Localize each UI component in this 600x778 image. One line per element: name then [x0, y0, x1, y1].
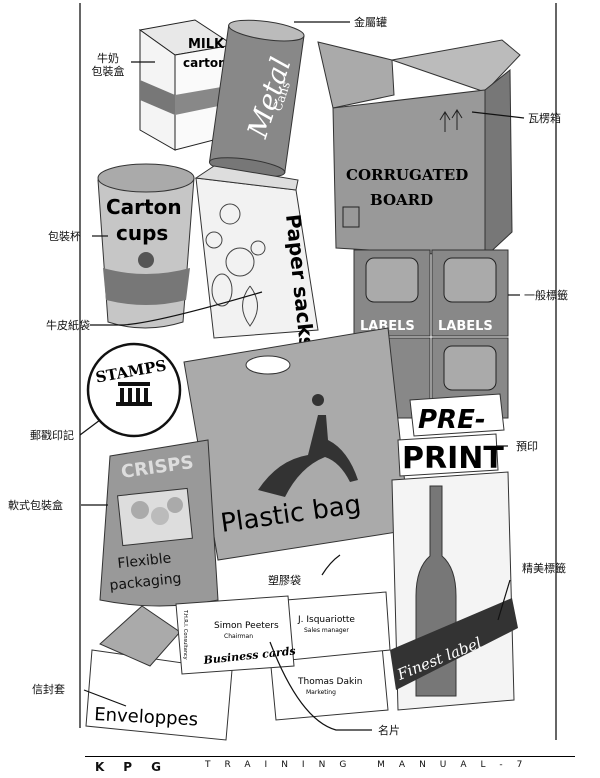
page-footer: KPG TRAINING MANUAL-7: [0, 750, 600, 774]
card3-title: Marketing: [306, 689, 336, 696]
metal-can: Metal Cans: [208, 19, 305, 178]
label-fine-label: 精美標籤: [522, 562, 566, 575]
label-flexible: 軟式包裝盒: [8, 499, 63, 512]
paper-sack: Paper sacks: [194, 165, 319, 350]
footer-rule: [85, 756, 575, 757]
cup-text-1: Carton: [106, 195, 182, 219]
pre-text-1: PRE-: [418, 405, 486, 435]
label-paper-sack: 牛皮紙袋: [46, 319, 90, 332]
corrugated-box: CORRUGATED BOARD: [317, 39, 521, 259]
label-milk-carton: 牛奶包裝盒: [91, 52, 125, 78]
flex-text-1: Flexible: [117, 550, 172, 572]
flex-text-2: packaging: [109, 571, 182, 594]
label-business-card: 名片: [378, 724, 400, 737]
label-general-label: 一般標籤: [524, 289, 568, 302]
wine-box: Finest label: [390, 471, 518, 711]
postmark-stamp: STAMPS: [86, 342, 182, 438]
card1-name: Simon Peeters: [214, 621, 279, 631]
pre-text-2: PRINT: [402, 441, 504, 476]
label-word-2: LABELS: [438, 319, 493, 334]
milk-text-1: MILK: [188, 37, 225, 52]
carton-cup: Carton cups: [97, 163, 195, 329]
milk-text-2: carton: [183, 56, 227, 70]
label-plastic-bag: 塑膠袋: [268, 574, 301, 587]
footer-kpg: KPG: [95, 760, 180, 774]
card3-name: Thomas Dakin: [297, 677, 362, 687]
plastic-bag: Plastic bag: [183, 327, 411, 561]
footer-training-manual: TRAINING MANUAL-7: [205, 760, 537, 770]
crisps-bag: CRISPS Flexible packaging: [99, 439, 219, 607]
card2-name: J. Isquariotte: [297, 615, 355, 625]
corr-text-2: BOARD: [370, 191, 433, 209]
cup-text-2: cups: [116, 221, 168, 245]
label-envelope: 信封套: [32, 683, 65, 696]
label-carton-cup: 包裝杯: [48, 230, 81, 243]
card1-company: T.H.R.I. Consultancy: [182, 609, 188, 660]
corr-text-1: CORRUGATED: [346, 166, 468, 184]
label-postmark: 郵戳印記: [30, 429, 74, 442]
preprint-panel: PRE- PRINT: [397, 393, 505, 477]
label-corrugated: 瓦楞箱: [528, 112, 561, 125]
business-cards: Thomas Dakin Marketing J. Isquariotte Sa…: [175, 591, 391, 721]
card1-title: Chairman: [224, 633, 253, 640]
card2-title: Sales manager: [304, 627, 349, 634]
label-metal-can: 金屬罐: [354, 16, 387, 29]
label-preprint: 預印: [516, 440, 538, 453]
callout-lines: [79, 21, 525, 731]
